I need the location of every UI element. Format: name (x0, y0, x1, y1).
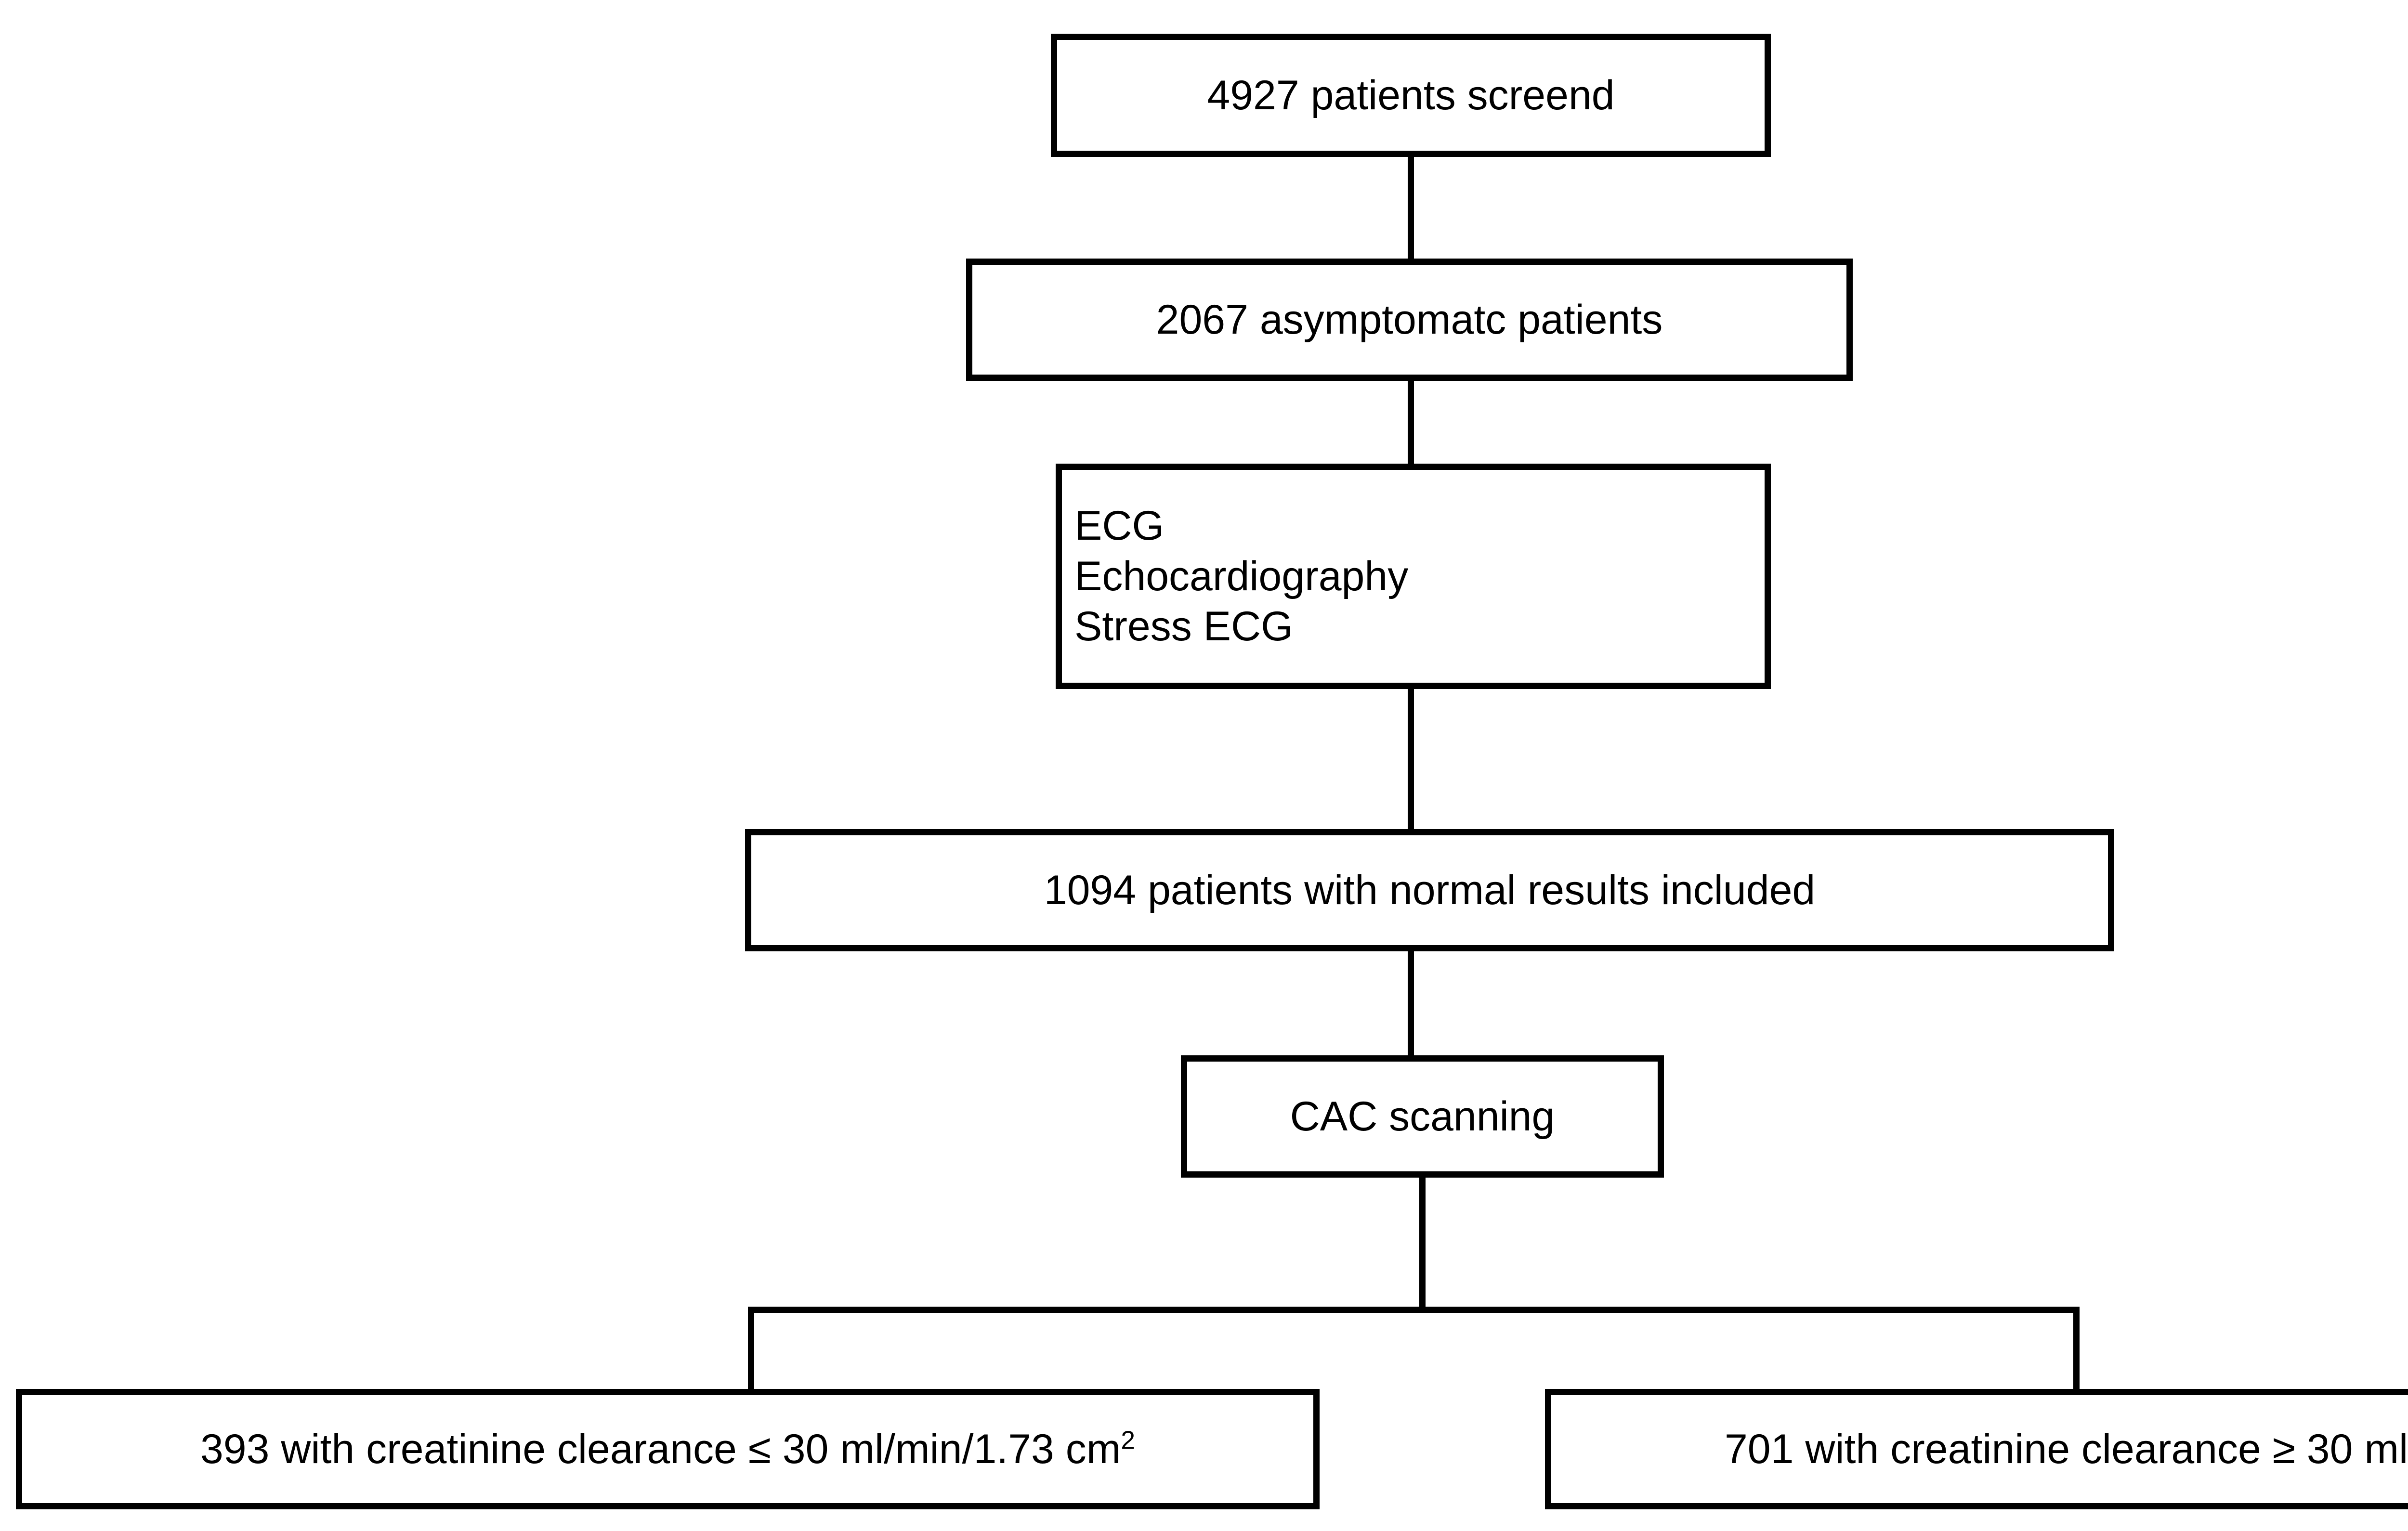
node-cac-scanning[interactable]: CAC scanning (1181, 1055, 1664, 1178)
node-included-label: 1094 patients with normal results includ… (1044, 867, 1816, 913)
connector-screened-to-asymptomatic (1408, 150, 1414, 265)
node-cac-scanning-label: CAC scanning (1290, 1093, 1555, 1140)
node-tests[interactable]: ECG Echocardiography Stress ECG (1056, 464, 1771, 689)
connector-branch-horizontal-bus (748, 1307, 2080, 1313)
node-low-clearance[interactable]: 393 with creatinine clearance ≤ 30 ml/mi… (16, 1389, 1320, 1509)
node-high-clearance[interactable]: 701 with creatinine clearance ≥ 30 ml/mi… (1545, 1389, 2408, 1509)
node-screened[interactable]: 4927 patients screend (1051, 34, 1771, 157)
node-screened-label: 4927 patients screend (1207, 72, 1615, 118)
node-asymptomatic-label: 2067 asymptomatc patients (1156, 296, 1663, 343)
connector-included-to-cac (1408, 945, 1414, 1062)
connector-asymptomatic-to-tests (1408, 374, 1414, 470)
connector-cac-to-branch-stem (1419, 1171, 1426, 1312)
node-tests-label: ECG Echocardiography Stress ECG (1074, 502, 1409, 650)
node-high-clearance-label: 701 with creatinine clearance ≥ 30 ml/mi… (1724, 1426, 2408, 1472)
node-included[interactable]: 1094 patients with normal results includ… (745, 829, 2114, 951)
connector-tests-to-included (1408, 682, 1414, 835)
connector-branch-right-drop (2073, 1307, 2080, 1393)
connector-branch-left-drop (748, 1307, 754, 1393)
node-low-clearance-superscript: 2 (1121, 1426, 1136, 1454)
node-asymptomatic[interactable]: 2067 asymptomatc patients (966, 259, 1853, 381)
node-low-clearance-label: 393 with creatinine clearance ≤ 30 ml/mi… (200, 1426, 1136, 1472)
